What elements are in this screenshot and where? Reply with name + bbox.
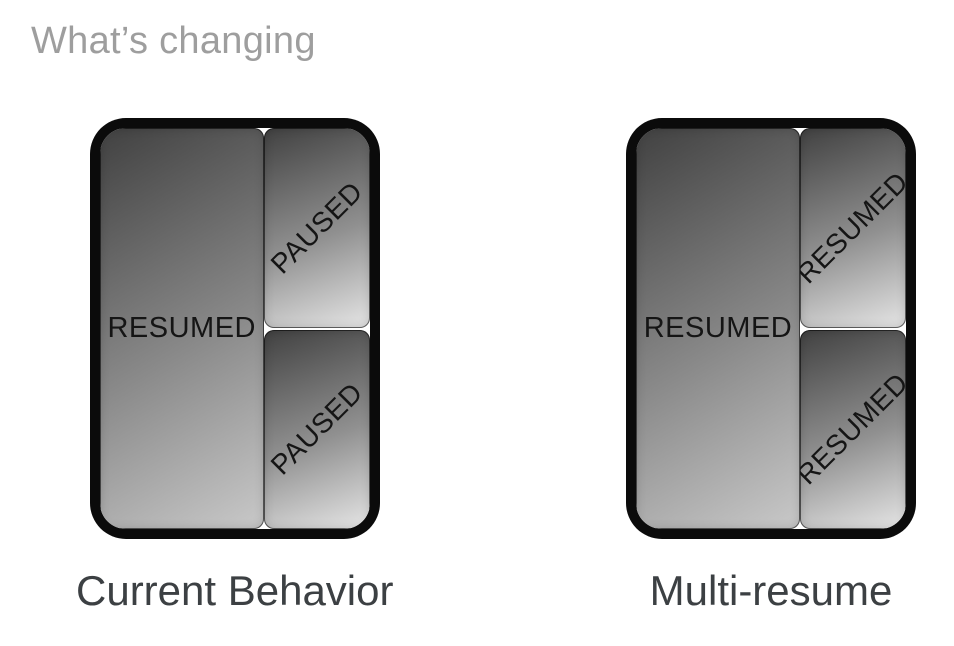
tablet-screen: RESUMED RESUMED RESUMED (636, 128, 906, 529)
bottom-side-activity-state-label: PAUSED (264, 376, 369, 481)
main-activity-pane: RESUMED (99, 128, 264, 529)
top-side-activity-pane: RESUMED (800, 128, 906, 328)
tablet-frame: RESUMED PAUSED PAUSED (89, 118, 380, 539)
tablet-frame: RESUMED RESUMED RESUMED (626, 118, 916, 539)
side-pane-column: RESUMED RESUMED (800, 128, 906, 529)
bottom-side-activity-pane: RESUMED (800, 329, 906, 529)
top-side-activity-state-label: PAUSED (264, 175, 369, 280)
main-activity-state-label: RESUMED (643, 312, 793, 344)
page-title: What’s changing (31, 20, 316, 62)
figure-caption: Multi-resume (649, 567, 893, 614)
top-side-activity-pane: PAUSED (263, 128, 370, 328)
side-pane-column: PAUSED PAUSED (263, 128, 370, 529)
top-side-activity-state-label: RESUMED (800, 165, 906, 290)
figure-multi-resume: RESUMED RESUMED RESUMED Multi-resume (626, 118, 916, 615)
bottom-side-activity-state-label: RESUMED (800, 367, 906, 491)
bottom-side-activity-pane: PAUSED (263, 329, 370, 529)
figure-current-behavior: RESUMED PAUSED PAUSED Current Behavior (76, 118, 393, 615)
main-activity-pane: RESUMED (636, 128, 800, 529)
figure-caption: Current Behavior (76, 567, 394, 614)
tablet-screen: RESUMED PAUSED PAUSED (99, 128, 370, 529)
main-activity-state-label: RESUMED (107, 312, 256, 344)
